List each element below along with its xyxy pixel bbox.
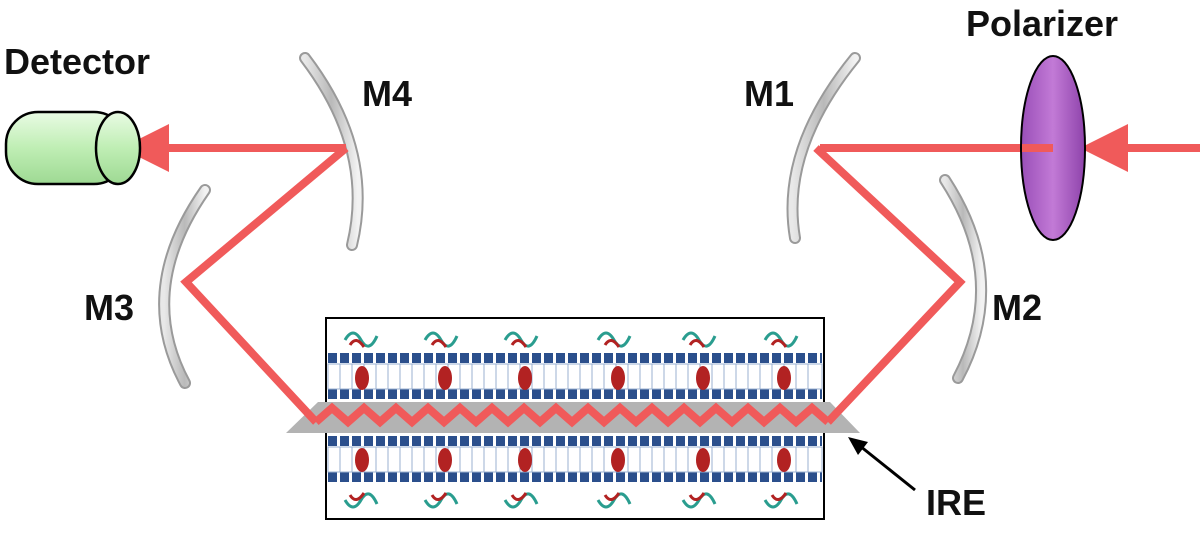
detector-cylinder-icon: [4, 110, 142, 186]
ir-beam: [121, 124, 1200, 428]
mirror-m4: [299, 52, 364, 251]
top-lipid-bilayer: [327, 353, 823, 399]
m3-label: M3: [84, 287, 135, 328]
mirror-m3: [158, 184, 211, 389]
m4-label: M4: [362, 73, 413, 114]
mirror-m2: [939, 174, 988, 384]
m1-label: M1: [744, 73, 795, 114]
polarizer-label: Polarizer: [966, 3, 1119, 44]
ire-pointer-arrow: [848, 437, 916, 492]
membrane-proteins: [355, 366, 791, 472]
mirror-m1: [786, 52, 861, 244]
protein-ribbons: [343, 331, 799, 509]
bottom-lipid-bilayer: [327, 436, 823, 482]
m2-label: M2: [992, 287, 1043, 328]
ire-label: IRE: [926, 482, 987, 523]
detector-label: Detector: [4, 41, 151, 82]
